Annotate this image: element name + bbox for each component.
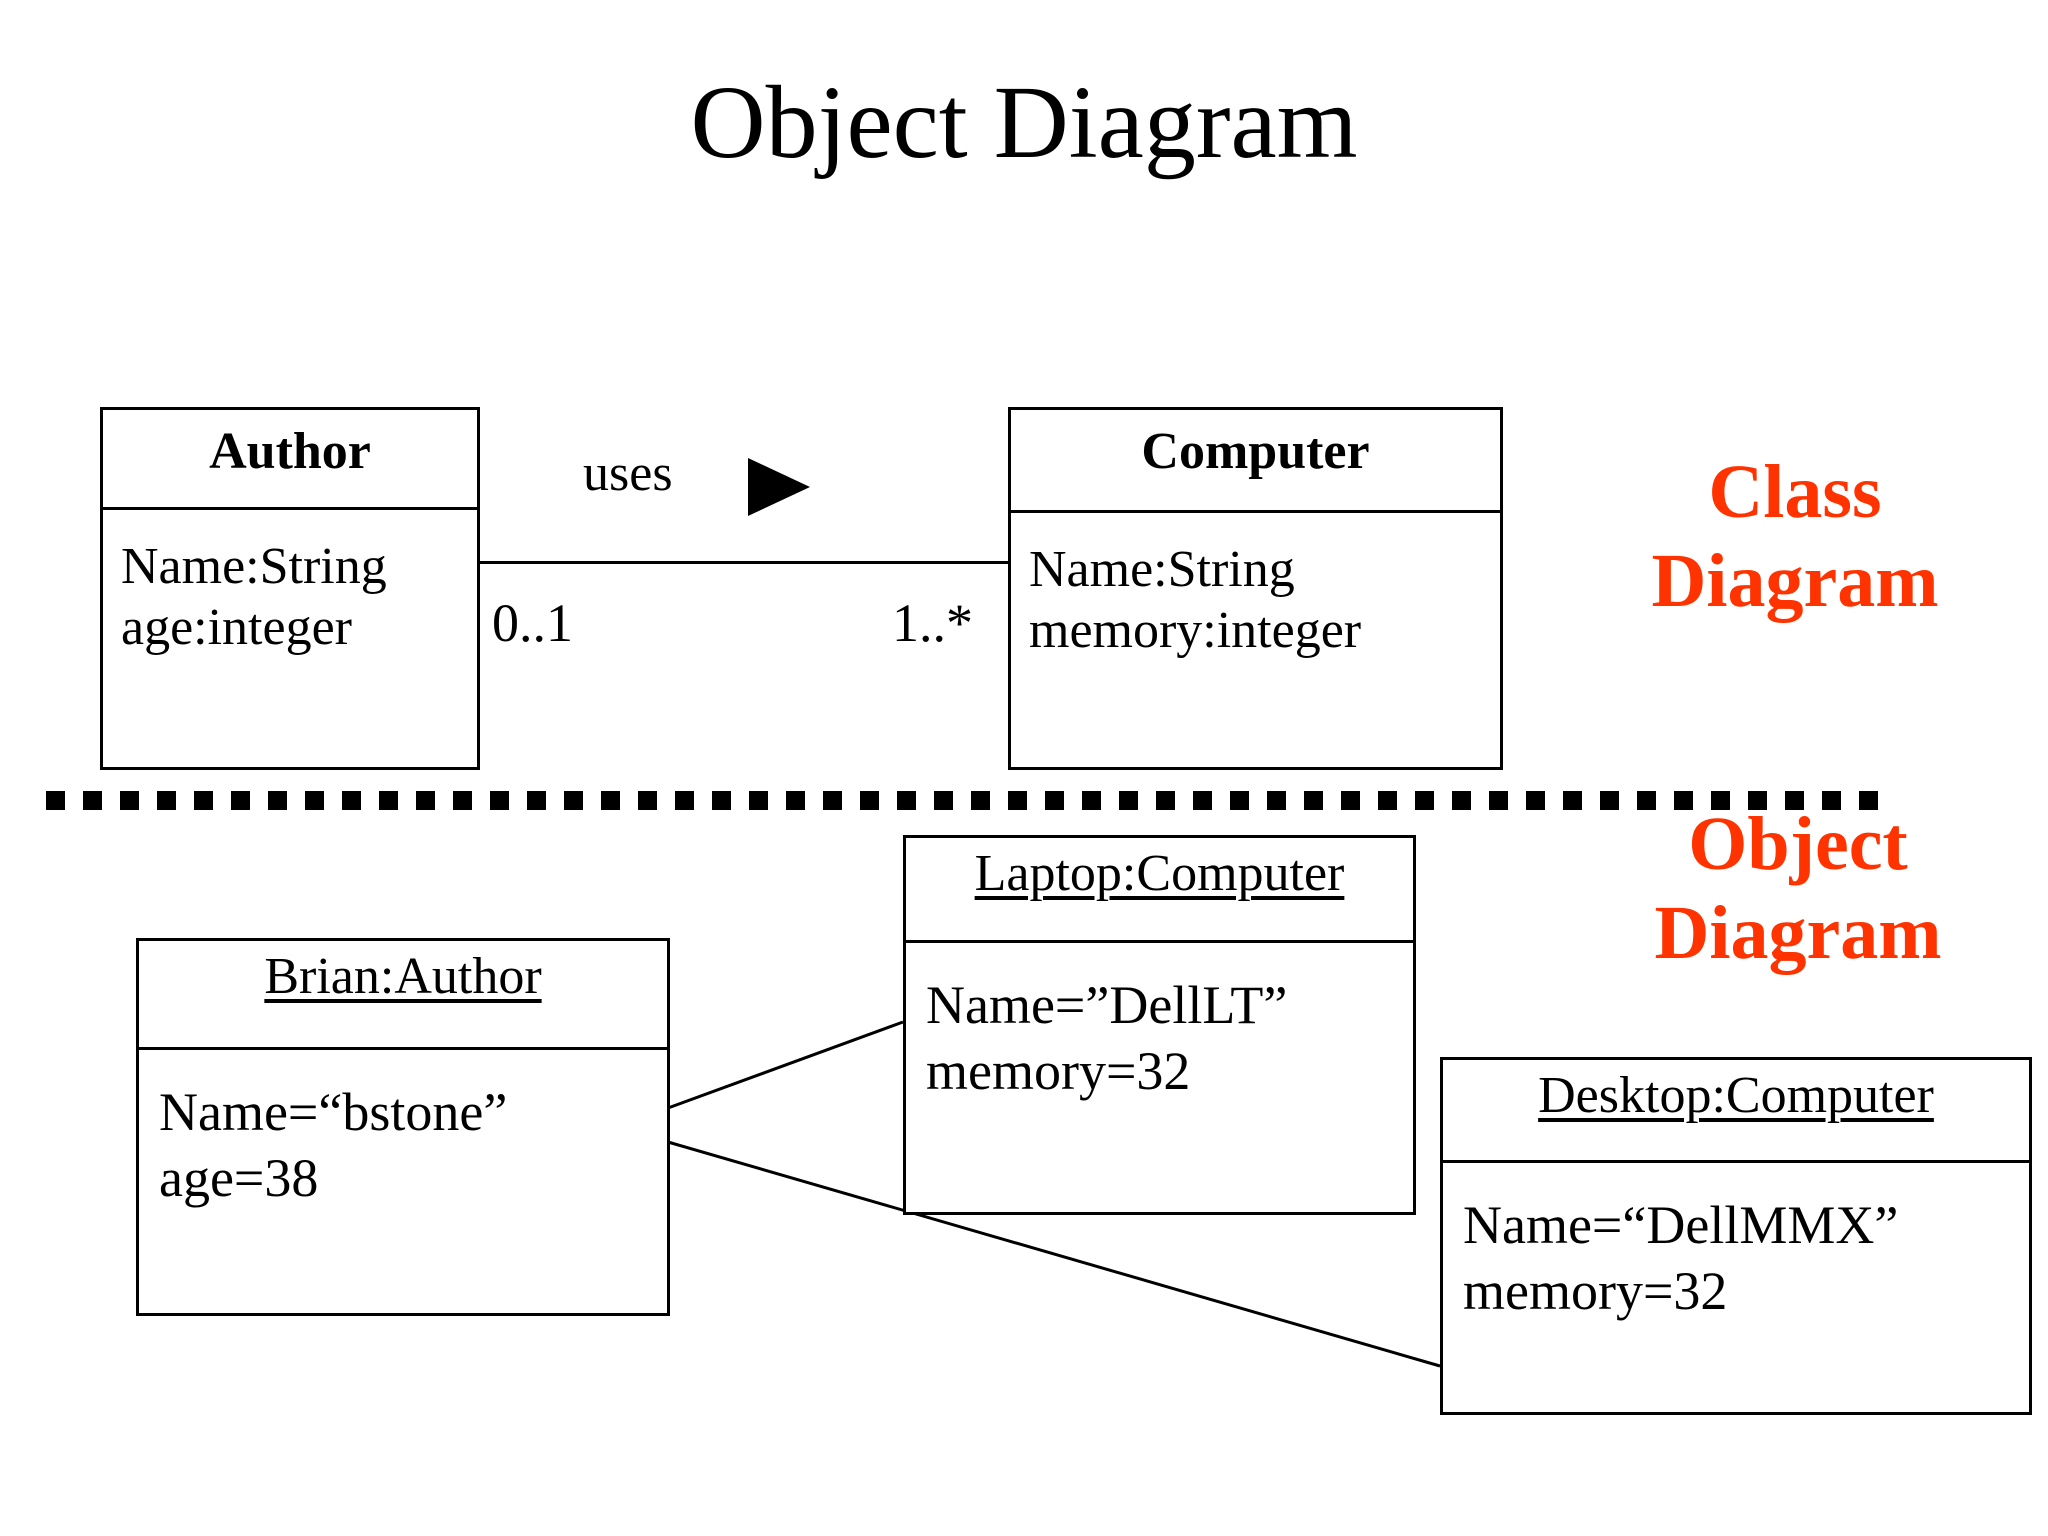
object-name-desktop: Desktop:Computer [1443,1060,2029,1160]
object-box-desktop[interactable]: Desktop:Computer Name=“DellMMX” memory=3… [1440,1057,2032,1415]
object-box-brian[interactable]: Brian:Author Name=“bstone” age=38 [136,938,670,1316]
class-divider-author [103,507,477,510]
object-slot: Name=“bstone” [159,1082,508,1142]
object-slots-brian: Name=“bstone” age=38 [139,1050,667,1212]
object-name-laptop: Laptop:Computer [906,838,1413,940]
section-separator [46,791,1880,810]
object-name-text: Desktop:Computer [1538,1067,1934,1124]
section-label-class-diagram: Class Diagram [1651,450,1939,623]
multiplicity-source: 0..1 [492,593,573,653]
object-name-text: Laptop:Computer [974,845,1345,902]
object-box-laptop[interactable]: Laptop:Computer Name=”DellLT” memory=32 [903,835,1416,1215]
object-name-brian: Brian:Author [139,941,667,1047]
object-name-text: Brian:Author [264,948,542,1005]
object-slot: memory=32 [1463,1260,1728,1321]
class-attribute: Name:String [121,538,387,595]
class-attribute: Name:String [1029,541,1295,598]
class-attributes-computer: Name:String memory:integer [1011,513,1500,662]
page-title: Object Diagram [690,65,1358,180]
class-name-computer: Computer [1141,423,1370,480]
class-box-computer[interactable]: Computer Name:String memory:integer [1008,407,1503,770]
class-box-author[interactable]: Author Name:String age:integer [100,407,480,770]
class-divider-computer [1011,510,1500,513]
object-slot: age=38 [159,1147,319,1208]
object-slot: Name=“DellMMX” [1463,1195,1899,1255]
multiplicity-target: 1..* [892,593,973,653]
object-slots-laptop: Name=”DellLT” memory=32 [906,943,1413,1105]
class-attribute: age:integer [121,599,352,657]
association-direction-triangle-icon [748,458,810,516]
object-slot: Name=”DellLT” [926,975,1288,1035]
object-slot: memory=32 [926,1040,1191,1101]
association-line [478,561,1010,564]
object-slots-desktop: Name=“DellMMX” memory=32 [1443,1163,2029,1325]
object-divider-laptop [906,940,1413,943]
object-link-brian-laptop [667,1020,904,1110]
object-divider-desktop [1443,1160,2029,1163]
class-attributes-author: Name:String age:integer [103,510,477,659]
class-attribute: memory:integer [1029,602,1362,660]
association-label: uses [583,445,673,502]
section-label-object-diagram: Object Diagram [1654,802,1942,975]
object-divider-brian [139,1047,667,1050]
class-name-author: Author [209,423,371,480]
